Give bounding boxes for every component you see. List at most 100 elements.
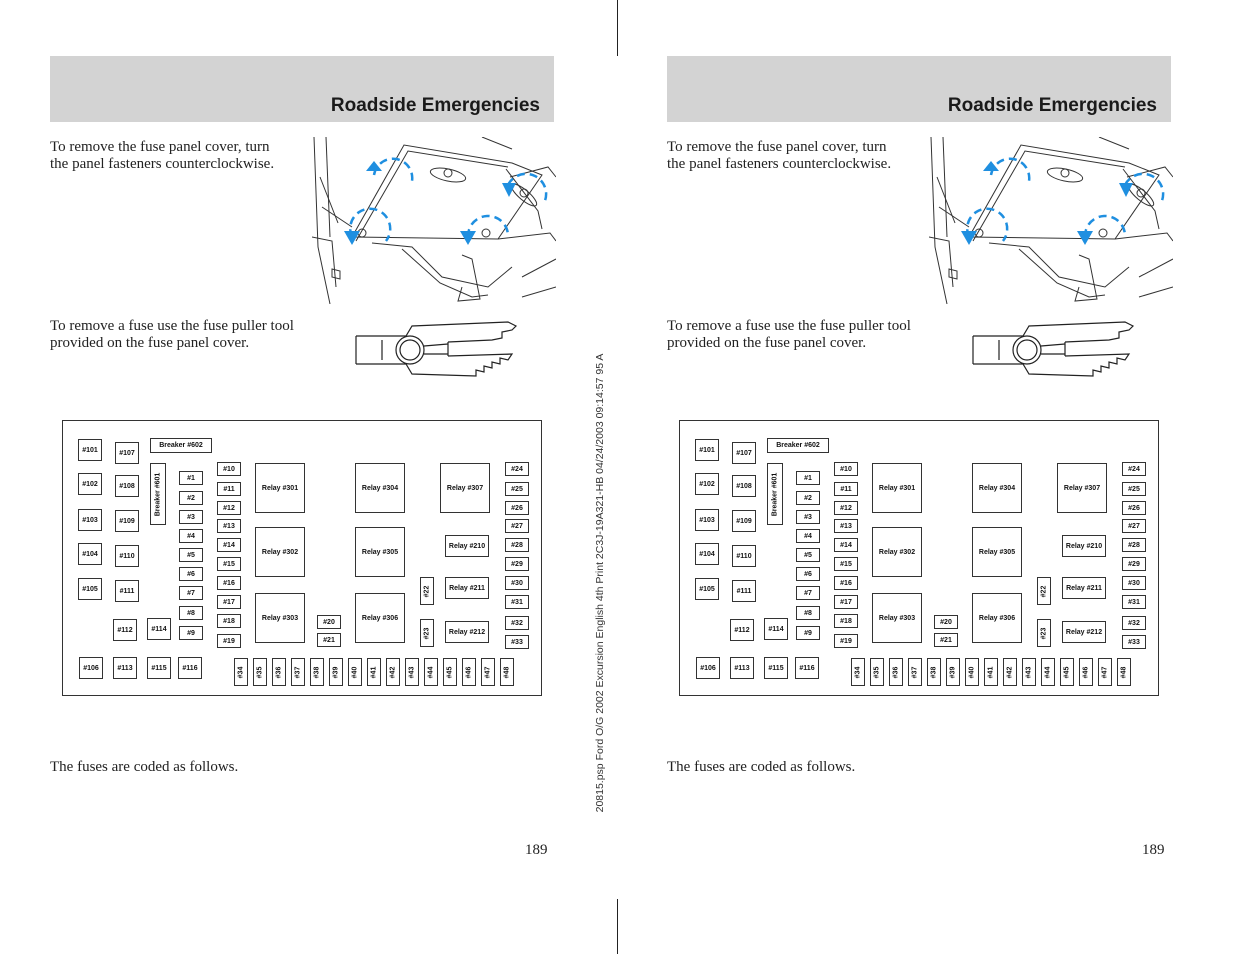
fuse-cell: #23 xyxy=(420,619,434,647)
fuse-cell: #25 xyxy=(505,482,529,496)
fuse-label: #101 xyxy=(699,446,715,454)
fuse-cell: #28 xyxy=(1122,538,1146,552)
fuse-label: #43 xyxy=(1025,666,1033,678)
fuse-cell: #24 xyxy=(1122,462,1146,476)
fuse-label: Relay #302 xyxy=(261,548,299,556)
fuse-cell: #46 xyxy=(462,658,476,686)
fuse-panel-cover-illustration xyxy=(928,136,1174,305)
fuse-cell: Relay #212 xyxy=(1062,621,1106,643)
fuse-cell: #113 xyxy=(730,657,754,679)
fuse-label: #116 xyxy=(799,664,815,672)
fuse-label: Relay #211 xyxy=(1066,584,1102,592)
fuse-label: #105 xyxy=(699,585,715,593)
fuse-cell: Relay #305 xyxy=(972,527,1022,577)
fuse-cell: #21 xyxy=(317,633,341,647)
fuse-cell: #9 xyxy=(179,626,203,640)
fuse-cell: Relay #307 xyxy=(440,463,490,513)
fuse-label: #111 xyxy=(119,587,135,595)
fuse-cell: #13 xyxy=(834,519,858,533)
fuse-label: #44 xyxy=(1044,666,1052,678)
fuse-label: #111 xyxy=(736,587,752,595)
fuse-label: Relay #210 xyxy=(448,542,486,550)
fuse-label: #109 xyxy=(736,517,752,525)
fuse-cell: #45 xyxy=(443,658,457,686)
crop-mark-bottom xyxy=(617,899,618,954)
fuse-label: #31 xyxy=(1128,598,1140,606)
fuse-puller-tool xyxy=(355,321,518,377)
fuse-label: #11 xyxy=(840,485,852,493)
fuse-cell: Breaker #602 xyxy=(767,438,829,453)
fuse-code-caption: The fuses are coded as follows. xyxy=(667,759,856,775)
fuse-cell: #103 xyxy=(78,509,102,531)
fuse-cell: #23 xyxy=(1037,619,1051,647)
fuse-cell: #107 xyxy=(115,442,139,464)
fuse-cell: #116 xyxy=(795,657,819,679)
fuse-cell: Breaker #602 xyxy=(150,438,212,453)
fuse-label: #35 xyxy=(873,666,881,678)
fuse-cell: #16 xyxy=(834,576,858,590)
fuse-puller-illustration xyxy=(352,318,520,382)
fuse-cell: #40 xyxy=(348,658,362,686)
fuse-panel-cover-illustration xyxy=(311,136,557,305)
fuse-label: #36 xyxy=(892,666,900,678)
fuse-cell: #44 xyxy=(1041,658,1055,686)
fuse-label: #40 xyxy=(968,666,976,678)
fuse-cell: #25 xyxy=(1122,482,1146,496)
fuse-label: #116 xyxy=(182,664,198,672)
fuse-cell: #48 xyxy=(1117,658,1131,686)
fuse-cell: Relay #306 xyxy=(972,593,1022,643)
page-right: Roadside Emergencies To remove the fuse … xyxy=(667,0,1227,954)
fuse-cell: #3 xyxy=(796,510,820,524)
fuse-label: #5 xyxy=(187,551,195,559)
fuse-label: #107 xyxy=(119,449,135,457)
page-header: Roadside Emergencies xyxy=(50,56,554,122)
fuse-label: #13 xyxy=(223,522,235,530)
fuse-cell: #7 xyxy=(179,586,203,600)
fuse-label: Relay #305 xyxy=(978,548,1016,556)
fuse-label: #104 xyxy=(82,550,98,558)
fuse-label: #35 xyxy=(256,666,264,678)
fuse-cell: #10 xyxy=(217,462,241,476)
fuse-label: #3 xyxy=(187,513,195,521)
fuse-cell: Relay #302 xyxy=(872,527,922,577)
fuse-label: Relay #212 xyxy=(1065,628,1103,636)
fuse-cell: #1 xyxy=(179,471,203,485)
fuse-label: #46 xyxy=(1082,666,1090,678)
fuse-label: #21 xyxy=(323,636,335,644)
fuse-cell: #43 xyxy=(1022,658,1036,686)
fuse-label: Breaker #601 xyxy=(154,472,162,516)
fuse-label: Relay #307 xyxy=(446,484,484,492)
dashboard-illustration xyxy=(928,136,1174,305)
fuse-cell: #11 xyxy=(834,482,858,496)
fuse-cell: #36 xyxy=(889,658,903,686)
fuse-label: #33 xyxy=(511,638,523,646)
fuse-cell: #16 xyxy=(217,576,241,590)
fuse-cell: #106 xyxy=(696,657,720,679)
fuse-label: #107 xyxy=(736,449,752,457)
fuse-puller-tool xyxy=(972,321,1135,377)
fuse-cell: #45 xyxy=(1060,658,1074,686)
fuse-cell: #105 xyxy=(78,578,102,600)
fuse-code-caption: The fuses are coded as follows. xyxy=(50,759,239,775)
fuse-label: #27 xyxy=(1128,522,1140,530)
fuse-cell: #109 xyxy=(732,510,756,532)
fuse-cell: Relay #210 xyxy=(445,535,489,557)
fuse-cell: #8 xyxy=(796,606,820,620)
fuse-label: #39 xyxy=(332,666,340,678)
fuse-label: Relay #306 xyxy=(361,614,399,622)
fuse-label: #17 xyxy=(223,598,235,606)
fuse-puller-illustration xyxy=(969,318,1137,382)
fuse-label: #30 xyxy=(511,579,523,587)
fuse-cell: #47 xyxy=(481,658,495,686)
fuse-label: #7 xyxy=(187,589,195,597)
fuse-cell: #47 xyxy=(1098,658,1112,686)
fuse-cell: #27 xyxy=(505,519,529,533)
fuse-cell: #6 xyxy=(179,567,203,581)
fuse-cell: #34 xyxy=(851,658,865,686)
fuse-cell: Breaker #601 xyxy=(150,463,166,525)
fuse-label: #24 xyxy=(511,465,523,473)
fuse-label: #13 xyxy=(840,522,852,530)
fuse-cell: #7 xyxy=(796,586,820,600)
fuse-cell: #12 xyxy=(834,501,858,515)
fuse-label: Relay #301 xyxy=(261,484,299,492)
